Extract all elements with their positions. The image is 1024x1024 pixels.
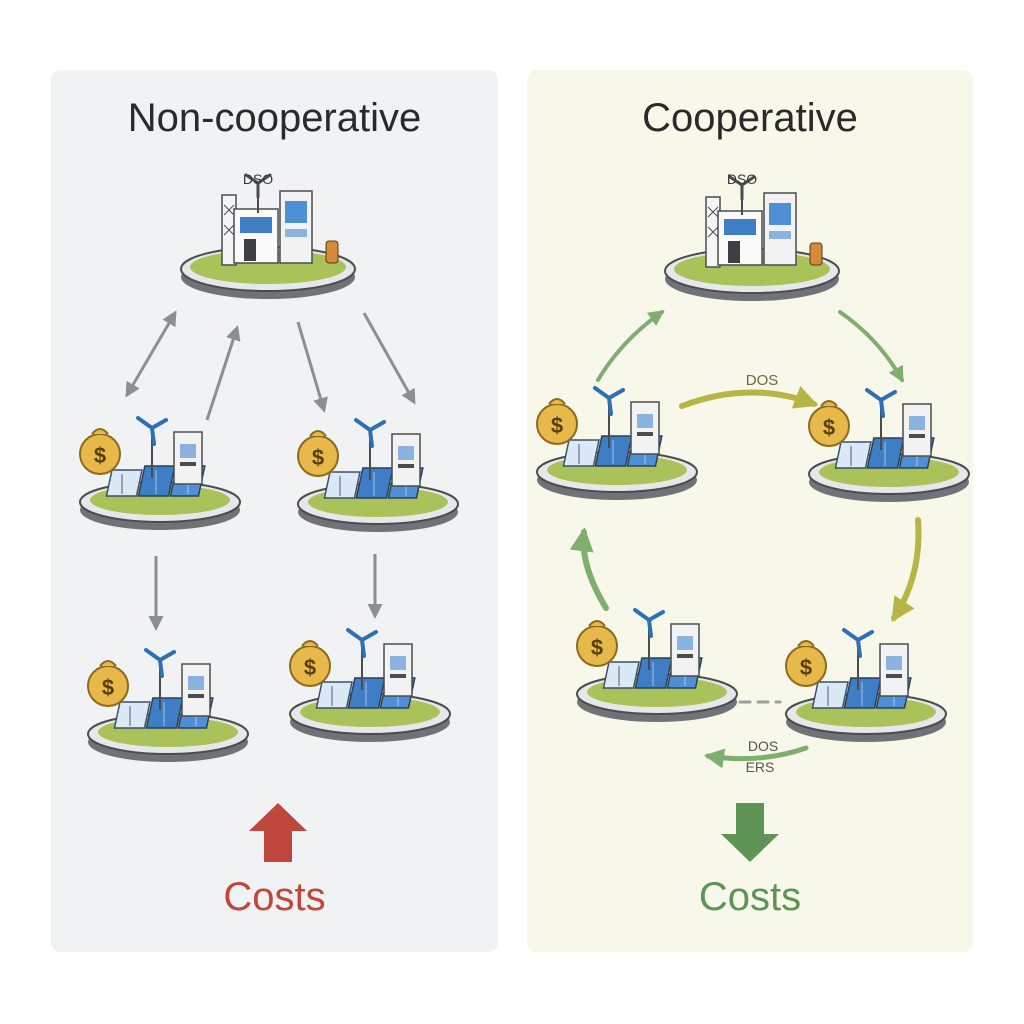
left-prosumer-3: $ <box>86 648 250 764</box>
arrow-dos-right <box>679 386 819 409</box>
money-label: $ <box>312 445 324 470</box>
costs-label-right: Costs <box>698 875 802 919</box>
costs-label-left: Costs <box>223 875 326 919</box>
title-cooperative: Cooperative <box>642 96 858 140</box>
flow-label-bottom-1: DOS <box>748 738 778 754</box>
right-prosumer-2: $ <box>807 388 971 504</box>
left-arrows <box>125 310 416 631</box>
arrow-curve-up-left <box>569 527 609 611</box>
flow-label-bottom-2: ERS <box>746 759 775 775</box>
right-dso-label: DSO <box>727 171 757 187</box>
costs-down-arrow-icon <box>721 803 779 862</box>
left-prosumer-4: $ <box>288 628 452 744</box>
right-prosumer-3: $ <box>575 608 739 724</box>
money-label: $ <box>800 655 812 680</box>
money-label: $ <box>823 415 835 440</box>
arrow-up <box>205 325 241 421</box>
left-prosumer-2: $ <box>296 418 460 534</box>
right-arrows <box>569 310 922 769</box>
arrow-bidirectional <box>125 310 177 398</box>
flow-label-top: DOS <box>746 372 779 389</box>
arrow-curve-down-right <box>891 517 922 623</box>
arrow-down <box>296 321 328 413</box>
arrow-curve-up <box>596 310 665 382</box>
right-dso-node: DSO <box>663 171 841 303</box>
right-prosumer-4: $ <box>784 628 948 744</box>
left-prosumer-1: $ <box>78 416 242 532</box>
left-dso-label: DSO <box>243 171 273 187</box>
arrow-down <box>362 312 416 405</box>
money-label: $ <box>551 413 563 438</box>
right-prosumer-1: $ <box>535 386 699 502</box>
money-label: $ <box>94 443 106 468</box>
left-dso-node: DSO <box>179 171 357 301</box>
money-label: $ <box>102 675 114 700</box>
arrow-curve-down <box>838 310 904 383</box>
costs-up-arrow-icon <box>249 803 307 862</box>
arrow-dos-left <box>704 745 809 769</box>
title-non-cooperative: Non-cooperative <box>127 96 422 140</box>
money-label: $ <box>304 655 316 680</box>
money-label: $ <box>591 635 603 660</box>
